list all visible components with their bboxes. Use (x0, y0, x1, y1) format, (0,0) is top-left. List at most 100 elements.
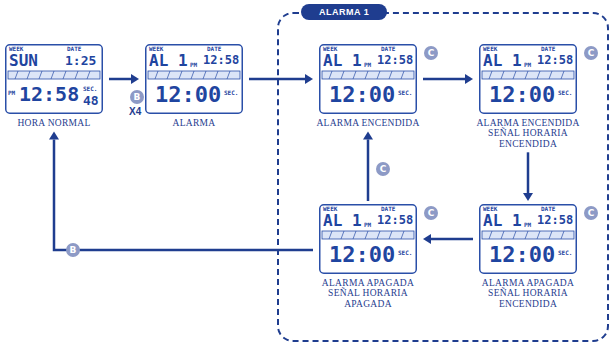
lcd-band-segment (353, 71, 356, 79)
lcd-digits: SUN (9, 53, 38, 69)
region-tab: ALARMA 1 (301, 4, 387, 20)
lcd-indicator: WEEK (9, 46, 23, 52)
lcd-band-segment (365, 231, 368, 239)
arrow-head (305, 74, 313, 84)
lcd-indicator: WEEK (149, 46, 163, 52)
lcd-digits: AL 1 (149, 53, 188, 69)
watch-screen: WEEKDATEAL 1PM12:5812:00SEC.ALARMA ENCEN… (476, 44, 580, 149)
lcd-band-segment (167, 71, 170, 79)
lcd-indicator: DATE (67, 46, 81, 52)
arrow-line (431, 238, 473, 241)
lcd-digits: 12:00 (329, 84, 395, 106)
lcd-display: WEEKDATEAL 1PM12:5812:00SEC. (145, 44, 243, 114)
lcd-band-segment (63, 71, 66, 79)
lcd-band (322, 231, 414, 239)
button-callout: B (130, 90, 144, 104)
lcd-indicator: PM (364, 62, 371, 68)
arrow-head (363, 131, 373, 139)
lcd-indicator: PM (8, 90, 15, 96)
flow-arrow (49, 131, 313, 250)
lcd-indicator: DATE (381, 206, 395, 212)
lcd-band-segment (329, 231, 332, 239)
lcd-digits: 12:58 (537, 214, 573, 226)
arrow-line (54, 139, 313, 250)
lcd-indicator: WEEK (483, 46, 497, 52)
lcd-band (322, 71, 414, 79)
arrow-head (49, 131, 59, 139)
lcd-outline (146, 45, 243, 114)
lcd-display: WEEKDATEAL 1PM12:5812:00SEC. (319, 44, 417, 114)
button-callout: C (376, 162, 390, 176)
lcd-display: WEEKDATESUN1:25PM12:58SEC.48 (5, 44, 103, 114)
flow-arrow (109, 74, 139, 84)
lcd-band-segment (549, 231, 552, 239)
watch-screen: WEEKDATESUN1:25PM12:58SEC.48HORA NORMAL (2, 44, 106, 128)
lcd-band-segment (365, 71, 368, 79)
flow-arrow (249, 74, 313, 84)
flow-arrow (423, 234, 473, 244)
lcd-display: WEEKDATEAL 1PM12:5812:00SEC. (479, 44, 577, 114)
lcd-indicator: WEEK (483, 206, 497, 212)
lcd-band-segment (75, 71, 78, 79)
lcd-band-segment (489, 71, 492, 79)
arrow-line (423, 78, 465, 81)
lcd-band-segment (401, 231, 404, 239)
lcd-indicator: DATE (541, 206, 555, 212)
lcd-band-segment (561, 231, 564, 239)
lcd-band-segment (525, 71, 528, 79)
lcd-indicator: WEEK (323, 206, 337, 212)
lcd-band-segment (341, 231, 344, 239)
watch-screen: WEEKDATEAL 1PM12:5812:00SEC.ALARMA ENCEN… (316, 44, 420, 128)
lcd-band-segment (501, 231, 504, 239)
lcd-indicator: SEC. (224, 90, 238, 96)
lcd-band (148, 71, 240, 79)
lcd-digits: 12:58 (377, 54, 413, 66)
lcd-digits: 12:58 (19, 84, 79, 104)
lcd-indicator: WEEK (323, 46, 337, 52)
lcd-outline (6, 45, 103, 114)
lcd-band-segment (513, 71, 516, 79)
lcd-band (482, 231, 574, 239)
lcd-outline (320, 205, 417, 274)
arrow-head (131, 74, 139, 84)
lcd-display: WEEKDATEAL 1PM12:5812:00SEC. (319, 204, 417, 274)
lcd-outline (320, 45, 417, 114)
watch-screen: WEEKDATEAL 1PM12:5812:00SEC.ALARMA APAGA… (476, 204, 580, 309)
arrow-head (523, 193, 533, 201)
lcd-band-segment (377, 231, 380, 239)
lcd-band-segment (377, 71, 380, 79)
lcd-digits: 12:00 (329, 244, 395, 266)
lcd-digits: 12:58 (203, 54, 239, 66)
lcd-indicator: SEC. (83, 86, 97, 92)
mode-caption: ALARMA APAGADA SEÑAL HORARIA ENCENDIDA (466, 278, 590, 309)
lcd-band-segment (537, 71, 540, 79)
press-count: X4 (129, 106, 141, 117)
flow-arrow (363, 131, 373, 201)
lcd-band (8, 71, 100, 79)
button-callout: B (66, 243, 80, 257)
lcd-digits: 48 (83, 94, 99, 107)
mode-caption: ALARMA (132, 118, 256, 128)
lcd-indicator: DATE (207, 46, 221, 52)
mode-caption: HORA NORMAL (0, 118, 116, 128)
arrow-head (465, 74, 473, 84)
lcd-digits: 12:00 (489, 244, 555, 266)
lcd-band-segment (389, 231, 392, 239)
lcd-band-segment (341, 71, 344, 79)
lcd-band-segment (401, 71, 404, 79)
lcd-band-segment (227, 71, 230, 79)
lcd-band-segment (215, 71, 218, 79)
lcd-band-segment (203, 71, 206, 79)
arrow-head (423, 234, 431, 244)
lcd-outline (480, 45, 577, 114)
lcd-digits: AL 1 (483, 53, 522, 69)
lcd-band-segment (353, 231, 356, 239)
lcd-band-segment (27, 71, 30, 79)
lcd-band-segment (51, 71, 54, 79)
watch-screen: WEEKDATEAL 1PM12:5812:00SEC.ALARMA (142, 44, 246, 128)
lcd-indicator: SEC. (398, 250, 412, 256)
arrow-line (527, 152, 530, 193)
lcd-indicator: DATE (381, 46, 395, 52)
mode-caption: ALARMA APAGADA SEÑAL HORARIA APAGADA (306, 278, 430, 309)
mode-caption: ALARMA ENCENDIDA (306, 118, 430, 128)
